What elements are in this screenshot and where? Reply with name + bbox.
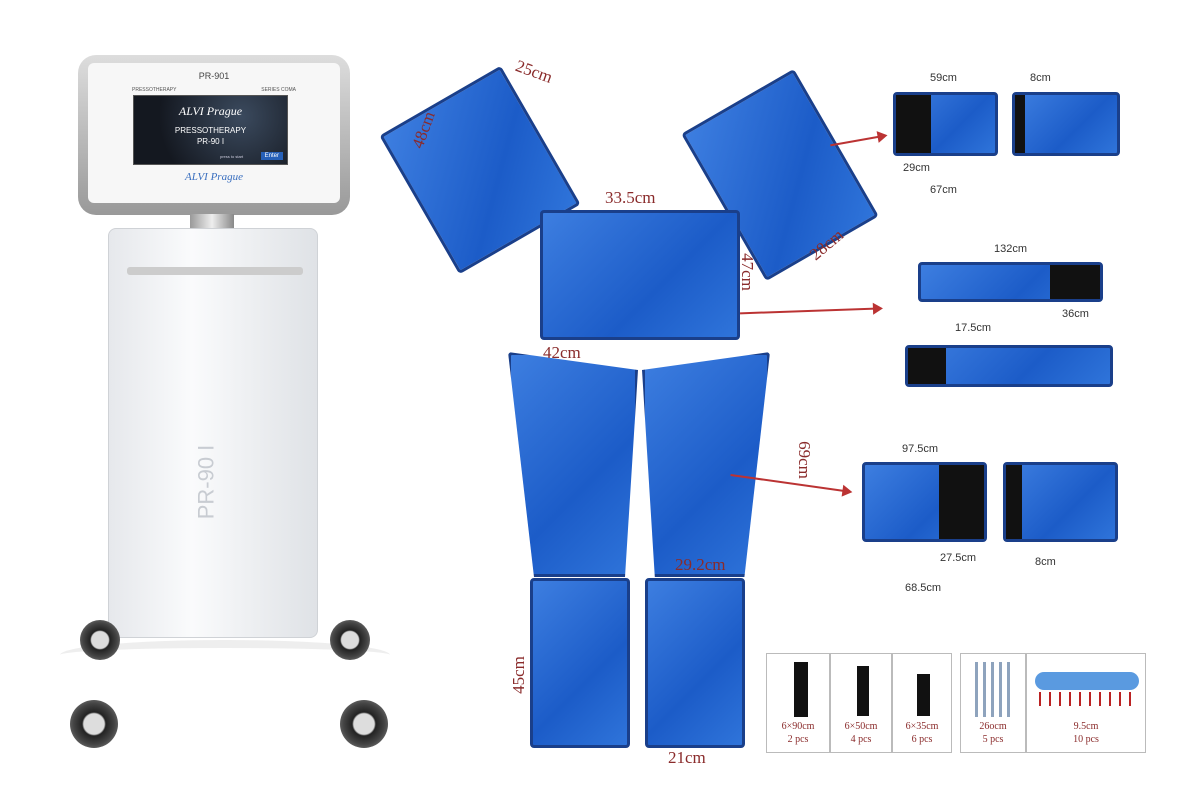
accessory-qty: 6 pcs [911,734,933,745]
label-leg-detail-top: 97.5cm [902,443,939,455]
accessory-size: 6×35cm [905,721,939,732]
label-belt-length: 132cm [994,243,1028,255]
accessory-strap-90: 6×90cm 2 pcs [766,653,830,753]
label-leg-upper-width: 42cm [543,343,581,362]
label-leg-upper-height: 69cm [794,441,814,479]
wheel [80,620,120,660]
arm-detail-open [893,92,998,156]
label-leg-upper-bottom: 29.2cm [675,555,726,574]
label-leg-detail-bottom: 68.5cm [905,582,942,594]
screen-model: PR-90 I [196,137,225,146]
monitor-right-caption: Series Coma [261,87,296,93]
accessory-qty: 5 pcs [982,734,1004,745]
label-abdomen-width: 33.5cm [605,188,656,207]
leg-pad-upper-right [642,352,770,577]
label-leg-detail-inner: 27.5cm [940,552,977,564]
label-arm-detail-top: 59cm [930,72,957,84]
monitor-model: PR-901 [198,71,230,81]
machine-monitor: PR-901 Pressotherapy Series Coma ALVI Pr… [78,55,350,215]
machine-cabinet: PR-90 I [108,228,318,638]
touch-screen[interactable]: ALVI Prague Pressotherapy PR-90 I press … [133,95,288,165]
leg-pad-lower-right [645,578,745,748]
arrow-icon [830,135,880,147]
machine-base [60,640,390,670]
accessory-strap-50: 6×50cm 4 pcs [830,653,892,753]
accessory-size: 26ocm [979,721,1007,732]
wheel [330,620,370,660]
monitor-logo: ALVI Prague [185,171,243,183]
wheel [70,700,118,748]
leg-pad-upper-left [508,352,638,577]
accessory-strap-35: 6×35cm 6 pcs [892,653,952,753]
monitor-left-caption: Pressotherapy [132,87,177,93]
label-arm-detail-side: 8cm [1030,72,1051,84]
cabinet-handle[interactable] [127,267,303,275]
label-arm-detail-bottom: 67cm [930,184,957,196]
accessory-qty: 4 pcs [850,734,872,745]
screen-hint: press to start [220,154,244,159]
label-belt-band: 17.5cm [955,322,992,334]
accessory-cables: 26ocm 5 pcs [960,653,1026,753]
belt-detail-closed [905,345,1113,387]
label-arm-detail-inner: 29cm [903,162,930,174]
belt-detail-open [918,262,1103,302]
leg-detail-open [862,462,987,542]
label-leg-lower-height: 45cm [508,656,528,694]
leg-detail-closed [1003,462,1118,542]
accessory-size: 9.5cm [1073,721,1099,732]
screen-title: Pressotherapy [174,126,247,135]
abdomen-pad [540,210,740,340]
label-leg-detail-side: 8cm [1035,556,1056,568]
cabinet-model: PR-90 I [193,444,219,520]
wheel [340,700,388,748]
leg-pad-lower-left [530,578,630,748]
arm-detail-closed [1012,92,1120,156]
accessory-size: 6×90cm [781,721,815,732]
label-arm-left-width: 25cm [513,56,556,87]
arrow-icon [740,307,875,315]
accessory-size: 6×50cm [844,721,878,732]
label-belt-tip: 36cm [1062,308,1089,320]
accessory-qty: 10 pcs [1073,734,1099,745]
label-leg-lower-bottom: 21cm [668,748,706,767]
accessory-qty: 2 pcs [787,734,809,745]
accessory-connectors: 9.5cm 10 pcs [1026,653,1146,753]
enter-button[interactable]: Enter [260,152,283,160]
screen-logo: ALVI Prague [178,104,243,118]
label-abdomen-height: 47cm [737,253,757,291]
